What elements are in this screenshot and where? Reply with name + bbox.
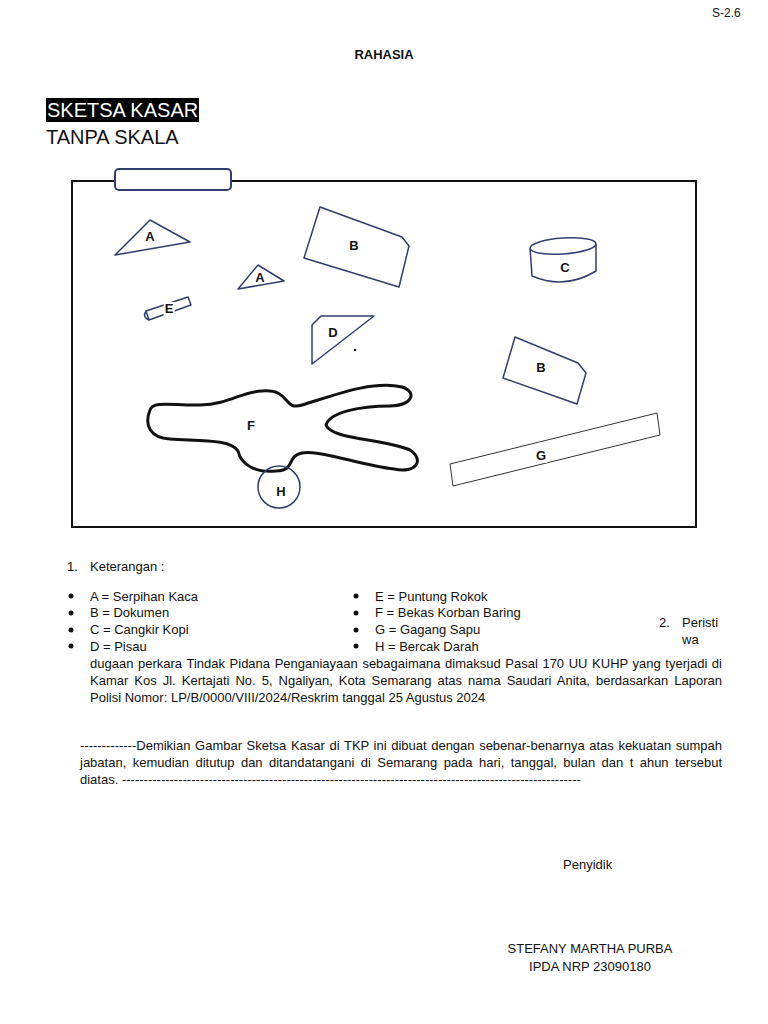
frame-tab — [115, 169, 231, 190]
glass-shard: A — [235, 262, 287, 292]
legend-item: E = Puntung Rokok — [375, 588, 487, 605]
coffee-cup: C — [526, 234, 600, 288]
shape-letter: F — [247, 419, 255, 433]
document: B — [300, 203, 413, 291]
shape-letter: H — [276, 485, 285, 499]
page-code: S-2.6 — [712, 5, 741, 22]
blood-stain: H — [255, 463, 304, 511]
glass-shard: A — [112, 217, 194, 259]
legend-item: H = Bercak Darah — [375, 638, 479, 655]
legend-item: D = Pisau — [90, 638, 147, 655]
legend-item: F = Bekas Korban Baring — [375, 604, 521, 621]
shape-letter: D — [328, 326, 337, 340]
broom-handle: G — [446, 409, 664, 490]
knife-outline — [308, 312, 378, 368]
list-heading: Keterangan : — [90, 558, 164, 575]
sketch-title: SKETSA KASAR — [46, 98, 199, 122]
signature-role: Penyidik — [563, 856, 612, 873]
legend-item: C = Cangkir Kopi — [90, 621, 189, 638]
victim-outline-outline — [144, 381, 424, 476]
legend-item: B = Dokumen — [90, 604, 169, 621]
classification: RAHASIA — [0, 46, 768, 63]
legend-item: G = Gagang Sapu — [375, 621, 480, 638]
shape-letter: A — [145, 230, 154, 244]
cigarette-butt: E — [140, 293, 195, 325]
legend-item: A = Serpihan Kaca — [90, 588, 198, 605]
shape-letter: A — [255, 271, 264, 285]
shape-letter: B — [349, 239, 358, 253]
dot-mark — [354, 349, 356, 351]
broom-handle-outline — [446, 409, 664, 490]
document: B — [499, 333, 590, 408]
shape-letter: G — [535, 449, 547, 463]
scale-note: TANPA SKALA — [46, 125, 179, 149]
frame-border — [72, 181, 696, 527]
event-paragraph: dugaan perkara Tindak Pidana Penganiayaa… — [90, 655, 722, 706]
event-word: Peristi wa — [682, 614, 726, 648]
shape-letter: C — [560, 261, 569, 275]
knife: D — [308, 312, 378, 368]
shape-letter: E — [164, 302, 175, 316]
signatory-name: STEFANY MARTHA PURBA — [440, 940, 740, 957]
victim-outline: F — [144, 381, 424, 476]
signatory-rank: IPDA NRP 23090180 — [440, 958, 740, 975]
shape-letter: B — [536, 361, 545, 375]
list-number: 1. — [67, 558, 78, 575]
list-number: 2. — [659, 614, 670, 631]
closing-paragraph: -------------Demikian Gambar Sketsa Kasa… — [80, 737, 722, 788]
